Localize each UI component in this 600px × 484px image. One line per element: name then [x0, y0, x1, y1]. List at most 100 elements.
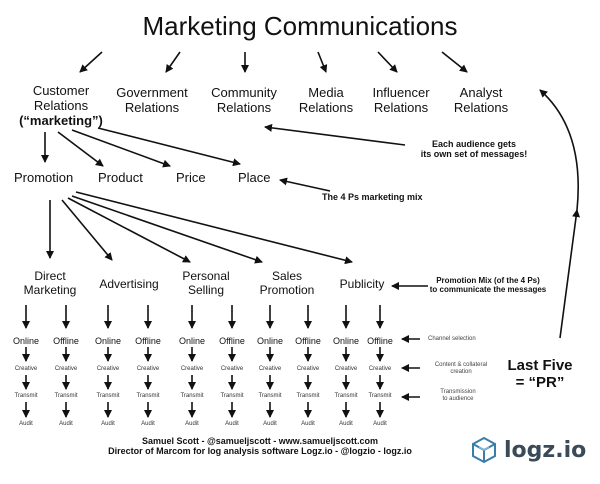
- logo-text: logz.io: [504, 437, 587, 463]
- stage-label: Transmit: [96, 393, 120, 399]
- arrow-customer-place: [97, 127, 241, 167]
- stage-label: Transmit: [54, 393, 78, 399]
- arrow-note-audience: [264, 123, 406, 146]
- tool-label-line: Personal: [182, 269, 230, 283]
- stage-label: Creative: [258, 366, 282, 372]
- last-five-label: Last Five = “PR”: [500, 357, 580, 392]
- tool-label-line: Publicity: [339, 277, 385, 291]
- mix-price: Price: [176, 170, 206, 185]
- stage-label: Audit: [59, 421, 73, 427]
- audience-label-line: Community: [211, 85, 277, 100]
- audience-government-relations: Government Relations: [110, 85, 194, 116]
- tool-label-line: Advertising: [99, 277, 159, 291]
- stage-label: Audit: [19, 421, 33, 427]
- stage-note-line: to audience: [442, 395, 474, 402]
- channel-label: Offline: [135, 336, 161, 346]
- audience-influencer-relations: Influencer Relations: [362, 85, 440, 116]
- stage-label: Audit: [225, 421, 239, 427]
- channel-label: Online: [332, 336, 359, 346]
- audience-note-line: its own set of messages!: [420, 149, 528, 160]
- promotion-mix-note-line: Promotion Mix (of the 4 Ps): [436, 276, 540, 285]
- stage-label: Creative: [368, 366, 392, 372]
- stage-label: Creative: [54, 366, 78, 372]
- audience-label-line: Media: [308, 85, 344, 100]
- last-five-line: Last Five: [507, 357, 573, 374]
- arrow-customer-price: [71, 129, 171, 168]
- stage-note-line: creation: [450, 368, 472, 375]
- tool-label-line: Sales: [271, 269, 303, 283]
- stage-label: Creative: [14, 366, 38, 372]
- arrow-promotion-publicity: [75, 191, 353, 265]
- stage-note-line: Content & collateral: [434, 362, 488, 368]
- tool-label-line: Promotion: [259, 282, 315, 297]
- arrows-creative-to-transmit: [22, 375, 384, 390]
- audience-media-relations: Media Relations: [290, 85, 362, 116]
- credits-line: Director of Marcom for log analysis soft…: [108, 446, 412, 457]
- four-ps-note: The 4 Ps marketing mix: [322, 192, 423, 202]
- channel-label: Online: [12, 336, 39, 346]
- audience-community-relations: Community Relations: [202, 85, 286, 116]
- stage-label: Audit: [141, 421, 155, 427]
- tool-personal-selling: Personal Selling: [174, 269, 238, 298]
- channel-label: Offline: [219, 336, 245, 346]
- arrow-note-place: [279, 177, 331, 192]
- stage-label: Transmit: [258, 393, 282, 399]
- tool-direct-marketing: Direct Marketing: [10, 269, 90, 298]
- last-five-line: = “PR”: [515, 374, 565, 392]
- stage-label: Transmit: [180, 393, 204, 399]
- page-title: Marketing Communications: [142, 11, 458, 41]
- audience-label-line: Analyst: [459, 85, 503, 100]
- arrow-title-media: [317, 51, 328, 73]
- tool-sales-promotion: Sales Promotion: [250, 269, 324, 298]
- stage-label: Transmit: [368, 393, 392, 399]
- promotion-mix-note: Promotion Mix (of the 4 Ps) to communica…: [424, 276, 552, 294]
- audience-label-line: Relations: [453, 99, 509, 115]
- stage-label: Creative: [96, 366, 120, 372]
- mix-place: Place: [238, 170, 271, 185]
- credits-line: Samuel Scott - @samueljscott - www.samue…: [142, 436, 378, 446]
- stage-label: Transmit: [220, 393, 244, 399]
- arrow-promotion-personal: [67, 197, 191, 263]
- arrow-title-analyst: [441, 51, 468, 73]
- stage-label: Audit: [185, 421, 199, 427]
- audience-label-line: Relations: [33, 97, 89, 113]
- tool-publicity: Publicity: [330, 277, 394, 292]
- tool-label-line: Selling: [187, 282, 225, 297]
- audience-label-line: Relations: [124, 99, 180, 115]
- audience-label-line: Relations: [216, 99, 272, 115]
- stage-label: Audit: [339, 421, 353, 427]
- mix-product: Product: [98, 170, 143, 185]
- audience-note-line: Each audience gets: [431, 139, 517, 149]
- audience-label-line: Government: [116, 85, 188, 100]
- promotion-mix-note-line: to communicate the messages: [429, 285, 547, 295]
- stage-label: Transmit: [334, 393, 358, 399]
- stage-label: Creative: [296, 366, 320, 372]
- stage-label: Audit: [263, 421, 277, 427]
- stage-label: Transmit: [136, 393, 160, 399]
- arrows-channels-to-creative: [22, 347, 384, 362]
- audience-label-line: (“marketing”): [19, 112, 103, 128]
- stage-label: Creative: [220, 366, 244, 372]
- stage-note-line: Transmission: [440, 389, 476, 395]
- audience-customer-relations: Customer Relations (“marketing”): [16, 83, 106, 129]
- arrow-title-customer: [79, 51, 103, 73]
- channel-label: Online: [94, 336, 121, 346]
- mix-promotion: Promotion: [14, 170, 74, 185]
- channel-label: Online: [256, 336, 283, 346]
- arrows-tools-to-channels: [22, 305, 384, 329]
- tool-label-line: Marketing: [23, 282, 77, 297]
- channel-label: Online: [178, 336, 205, 346]
- audience-label-line: Relations: [298, 99, 354, 115]
- stage-label: Audit: [373, 421, 387, 427]
- logz-io-cube-icon: [472, 436, 496, 464]
- arrows-transmit-to-audit: [22, 402, 384, 418]
- channel-label: Offline: [295, 336, 321, 346]
- tool-label-line: Direct: [34, 269, 66, 283]
- stage-label: Audit: [101, 421, 115, 427]
- channel-label: Offline: [367, 336, 393, 346]
- stage-label: Creative: [334, 366, 358, 372]
- stage-note-channel: Channel selection: [428, 336, 476, 342]
- tool-advertising: Advertising: [92, 277, 166, 292]
